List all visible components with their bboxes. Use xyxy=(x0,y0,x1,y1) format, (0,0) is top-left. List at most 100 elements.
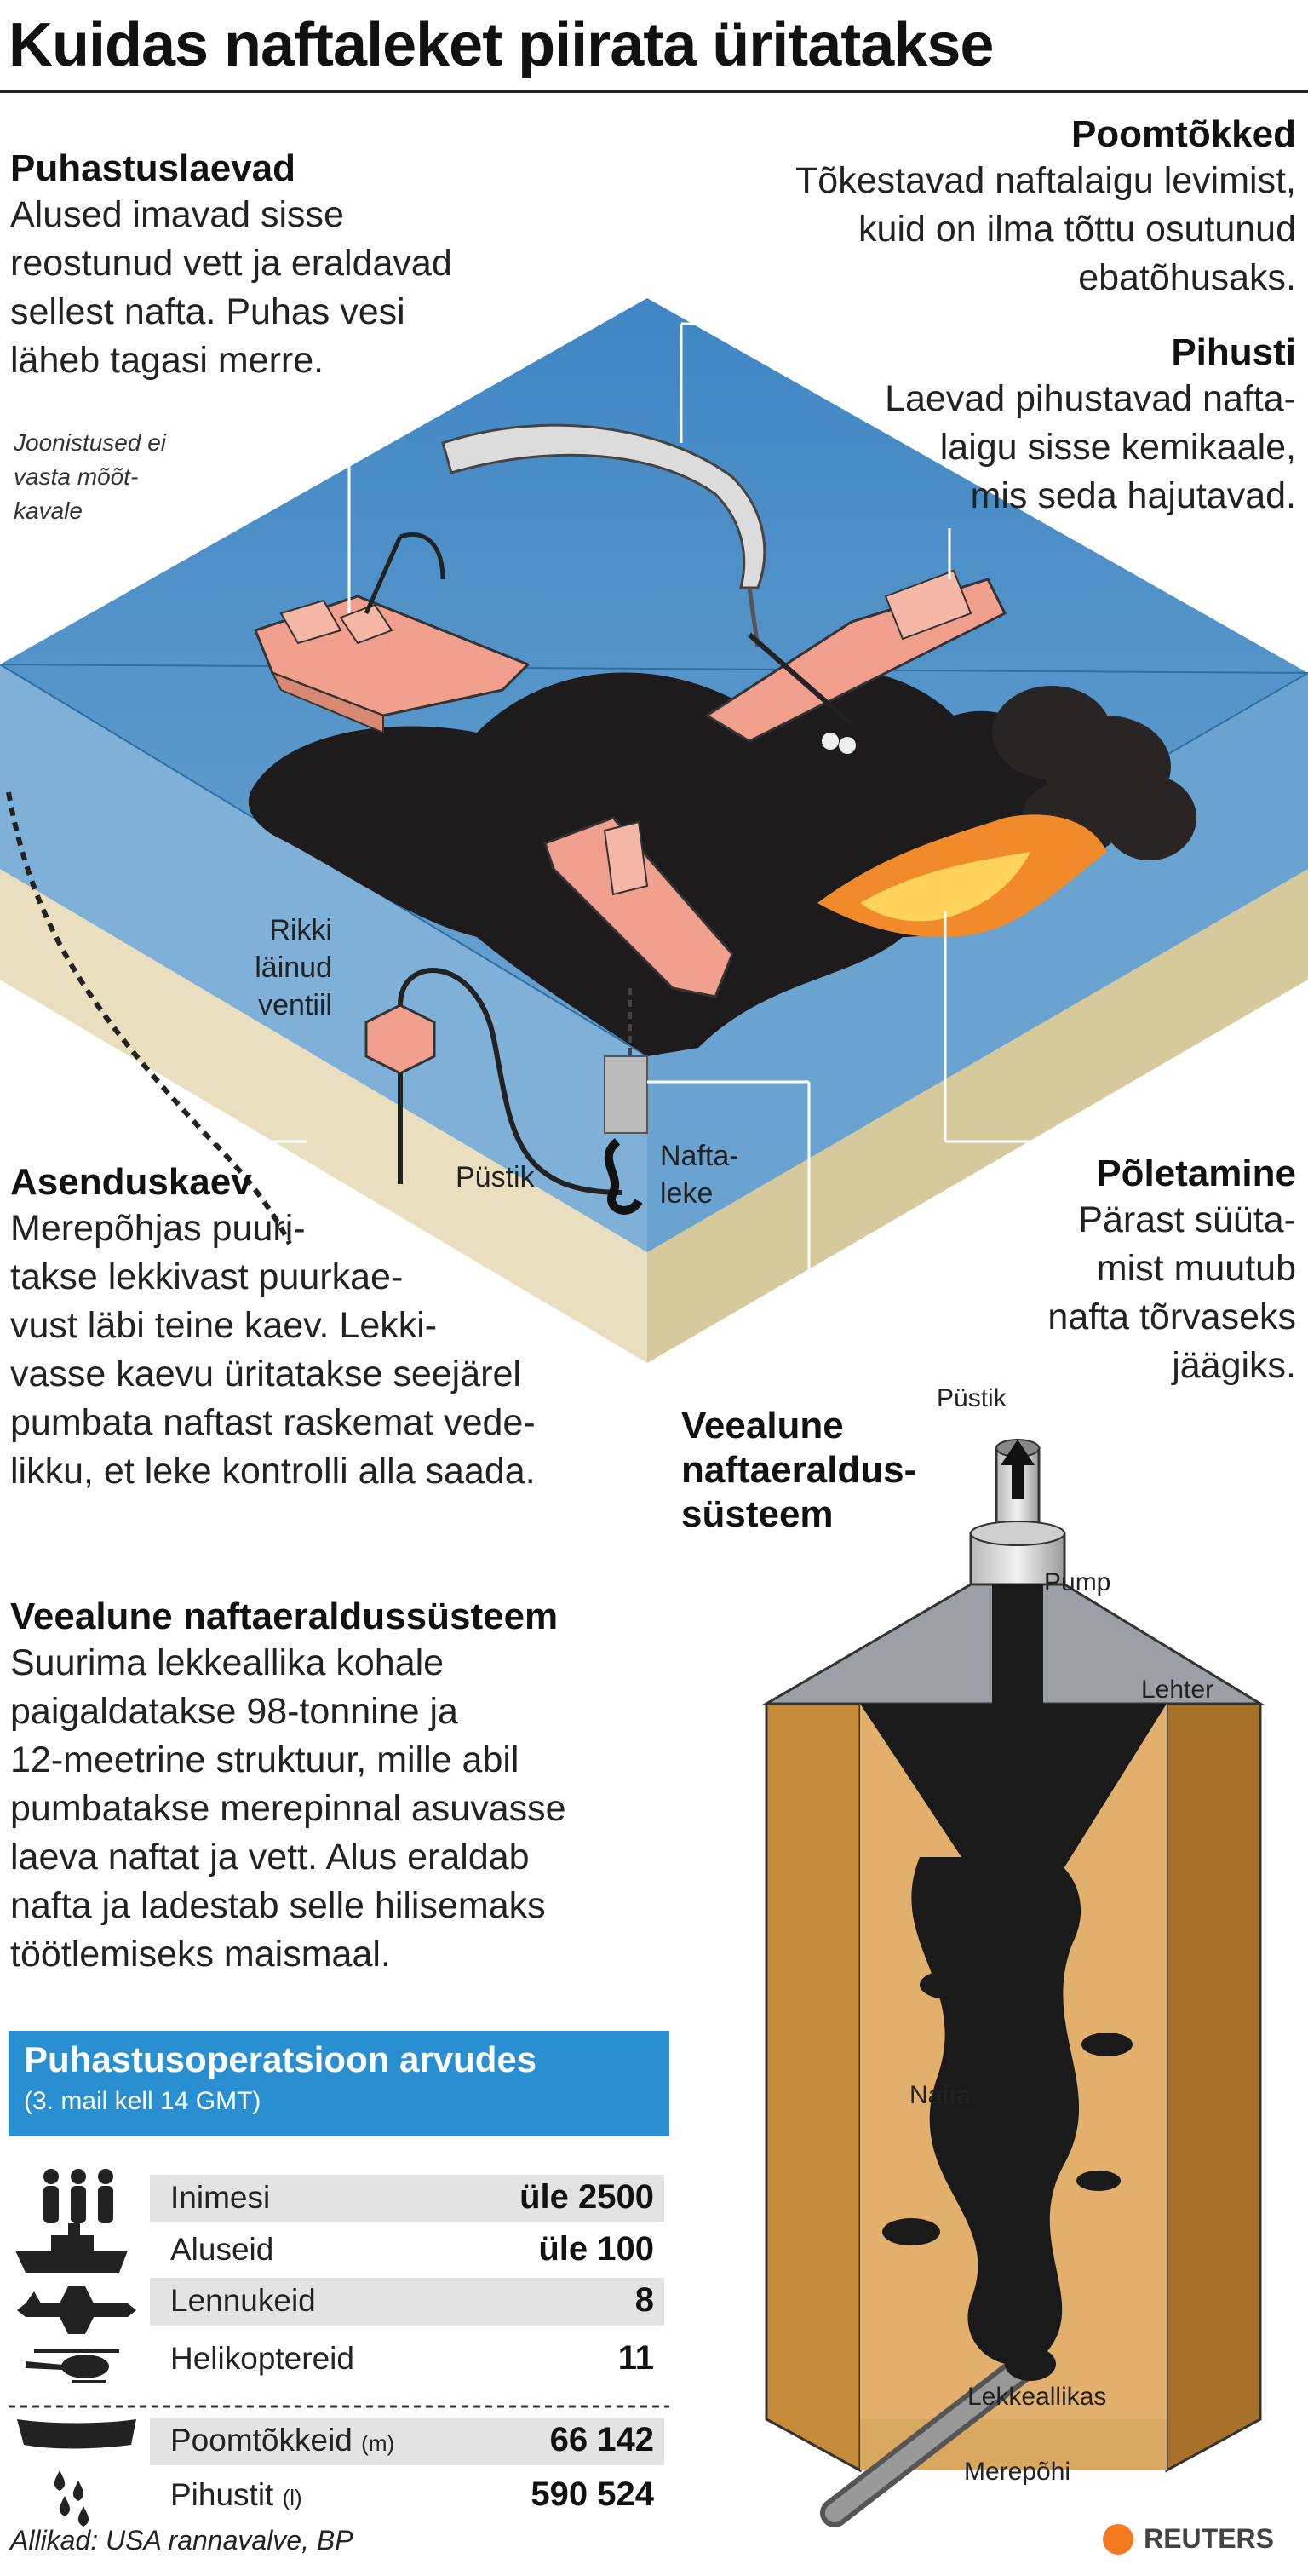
subsea-system-line: 12-meetrine struktuur, mille abil xyxy=(10,1739,519,1780)
section-booms: Poomtõkked Tõkestavad naftalaigu levimis… xyxy=(649,112,1296,302)
structure-oil-label: Nafta xyxy=(909,2081,971,2109)
valve-label: Rikki läinud ventiil xyxy=(196,911,332,1024)
sprayer-line: mis seda hajutavad. xyxy=(970,475,1296,516)
sprayer-heading: Pihusti xyxy=(1171,331,1296,373)
relief-well-heading: Asenduskaev xyxy=(10,1161,252,1203)
subsea-system-line: töötlemiseks maismaal. xyxy=(10,1934,391,1975)
stat-unit: (m) xyxy=(361,2430,395,2456)
reuters-label: REUTERS xyxy=(1144,2523,1274,2554)
booms-line: kuid on ilma tõttu osutunud xyxy=(858,209,1296,250)
riser-label: Püstik xyxy=(456,1161,535,1193)
section-subsea-system: Veealune naftaeraldussüsteem Suurima lek… xyxy=(10,1595,683,1979)
stat-unit: (l) xyxy=(282,2485,302,2510)
valve-label-line: ventiil xyxy=(258,989,332,1021)
cleanup-ship xyxy=(254,532,531,734)
booms-line: ebatõhusaks. xyxy=(1078,257,1296,298)
relief-well-line: Merepõhjas puuri- xyxy=(10,1208,306,1249)
stat-label: Helikoptereid xyxy=(170,2341,354,2376)
fire xyxy=(818,814,1107,937)
burning-line: jäägiks. xyxy=(1172,1345,1296,1386)
stat-value: 66 142 xyxy=(549,2421,654,2458)
subsea-structure-small xyxy=(604,1055,648,1215)
stats-header: Puhastusoperatsioon arvudes (3. mail kel… xyxy=(9,2031,669,2136)
page-title: Kuidas naftaleket piirata üritatakse xyxy=(9,11,994,79)
sprayer-line: Laevad pihustavad nafta- xyxy=(885,378,1296,419)
stat-value: 590 524 xyxy=(531,2475,654,2513)
callout-lines xyxy=(51,322,1107,1397)
cleanup-ships-heading: Puhastuslaevad xyxy=(10,147,296,189)
sprayer-line: laigu sisse kemikaale, xyxy=(939,427,1296,468)
stat-label: Inimesi xyxy=(170,2180,271,2215)
scale-note-line: Joonistused ei xyxy=(14,429,167,456)
relief-well-line: vasse kaevu üritatakse seejärel xyxy=(10,1354,521,1394)
leak-label-line: leke xyxy=(660,1177,714,1210)
structure-seabed-label: Merepõhi xyxy=(964,2458,1071,2486)
stat-label-text: Poomtõkkeid xyxy=(170,2423,353,2458)
stat-row-helicopters: Helikoptereid 11 xyxy=(150,2336,664,2383)
burning-line: Pärast süüta- xyxy=(1078,1199,1296,1240)
reuters-credit: REUTERS xyxy=(1102,2523,1274,2561)
stat-row-dispersant: Pihustit (l) 590 524 xyxy=(150,2472,664,2520)
subsea-callout: Veealune naftaeraldus- süsteem xyxy=(681,1404,916,1537)
structure-riser-label: Püstik xyxy=(937,1384,1007,1412)
structure-leak-source-label: Lekkeallikas xyxy=(967,2383,1107,2411)
subsea-callout-line: naftaeraldus- xyxy=(681,1449,917,1491)
scale-note: Joonistused ei vasta mõõt- kavale xyxy=(14,426,252,528)
subsea-callout-line: süsteem xyxy=(681,1493,834,1535)
stat-row-airplanes: Lennukeid 8 xyxy=(150,2278,664,2326)
boom-barrier xyxy=(441,423,766,589)
section-relief-well: Asenduskaev Merepõhjas puuri- takse lekk… xyxy=(10,1160,657,1496)
leak-label: Nafta- leke xyxy=(660,1137,739,1212)
stat-label: Pihustit (l) xyxy=(170,2477,302,2513)
cleanup-ships-line: reostunud vett ja eraldavad xyxy=(10,243,452,284)
burning-heading: Põletamine xyxy=(1096,1153,1296,1194)
section-sprayer: Pihusti Laevad pihustavad nafta- laigu s… xyxy=(768,331,1296,520)
stat-label: Lennukeid xyxy=(170,2283,316,2318)
valve-label-line: läinud xyxy=(255,952,332,984)
subsea-system-heading: Veealune naftaeraldussüsteem xyxy=(10,1596,559,1637)
section-burning: Põletamine Pärast süüta- mist muutub naf… xyxy=(938,1152,1296,1390)
relief-well-line: takse lekkivast puurkae- xyxy=(10,1256,404,1297)
stat-value: 8 xyxy=(634,2281,654,2319)
section-cleanup-ships: Puhastuslaevad Alused imavad sisse reost… xyxy=(10,147,487,385)
relief-well-line: pumbata naftast raskemat vede- xyxy=(10,1402,536,1443)
recovery-ship xyxy=(543,816,734,998)
broken-valve xyxy=(364,968,622,1195)
separation-structure xyxy=(761,1439,1265,2527)
title-rule xyxy=(0,90,1308,93)
stat-label: Poomtõkkeid (m) xyxy=(170,2423,394,2458)
sprayer-ship xyxy=(704,569,1007,754)
structure-funnel-label: Lehter xyxy=(1141,1676,1214,1704)
cleanup-ships-line: läheb tagasi merre. xyxy=(10,340,324,381)
stat-value: üle 2500 xyxy=(519,2178,654,2216)
subsea-system-line: pumbatakse merepinnal asuvasse xyxy=(10,1788,566,1829)
subsea-system-line: paigaldatakse 98-tonnine ja xyxy=(10,1691,458,1732)
stat-row-ships: Aluseid üle 100 xyxy=(150,2227,664,2274)
relief-well-line: vust läbi teine kaev. Lekki- xyxy=(10,1305,438,1346)
stat-value: 11 xyxy=(617,2339,654,2377)
reuters-logo-icon xyxy=(1102,2523,1133,2555)
subsea-system-line: Suurima lekkeallika kohale xyxy=(10,1642,445,1683)
cleanup-ships-line: sellest nafta. Puhas vesi xyxy=(10,291,405,332)
burning-line: nafta tõrvaseks xyxy=(1047,1297,1296,1337)
stats-title: Puhastusoperatsioon arvudes xyxy=(24,2039,537,2079)
relief-well-line: likku, et leke kontrolli alla saada. xyxy=(10,1451,536,1492)
valve-label-line: Rikki xyxy=(269,914,332,946)
smoke-plume xyxy=(992,686,1196,860)
subsea-system-line: laeva naftat ja vett. Alus eraldab xyxy=(10,1837,530,1877)
stat-row-booms: Poomtõkkeid (m) 66 142 xyxy=(150,2418,664,2465)
stat-label-text: Pihustit xyxy=(170,2477,274,2512)
scale-note-line: vasta mõõt- xyxy=(14,463,139,490)
scale-note-line: kavale xyxy=(14,497,83,524)
stat-value: üle 100 xyxy=(538,2230,654,2268)
stat-label: Aluseid xyxy=(170,2232,274,2267)
source-note: Allikad: USA rannavalve, BP xyxy=(10,2525,353,2556)
booms-heading: Poomtõkked xyxy=(1070,113,1296,155)
structure-pump-label: Pump xyxy=(1044,1568,1111,1596)
burning-line: mist muutub xyxy=(1096,1248,1296,1289)
subsea-system-line: nafta ja ladestab selle hilisemaks xyxy=(10,1885,546,1926)
stats-subtitle: (3. mail kell 14 GMT) xyxy=(24,2087,261,2115)
booms-line: Tõkestavad naftalaigu levimist, xyxy=(795,160,1296,201)
subsea-callout-line: Veealune xyxy=(681,1405,844,1446)
